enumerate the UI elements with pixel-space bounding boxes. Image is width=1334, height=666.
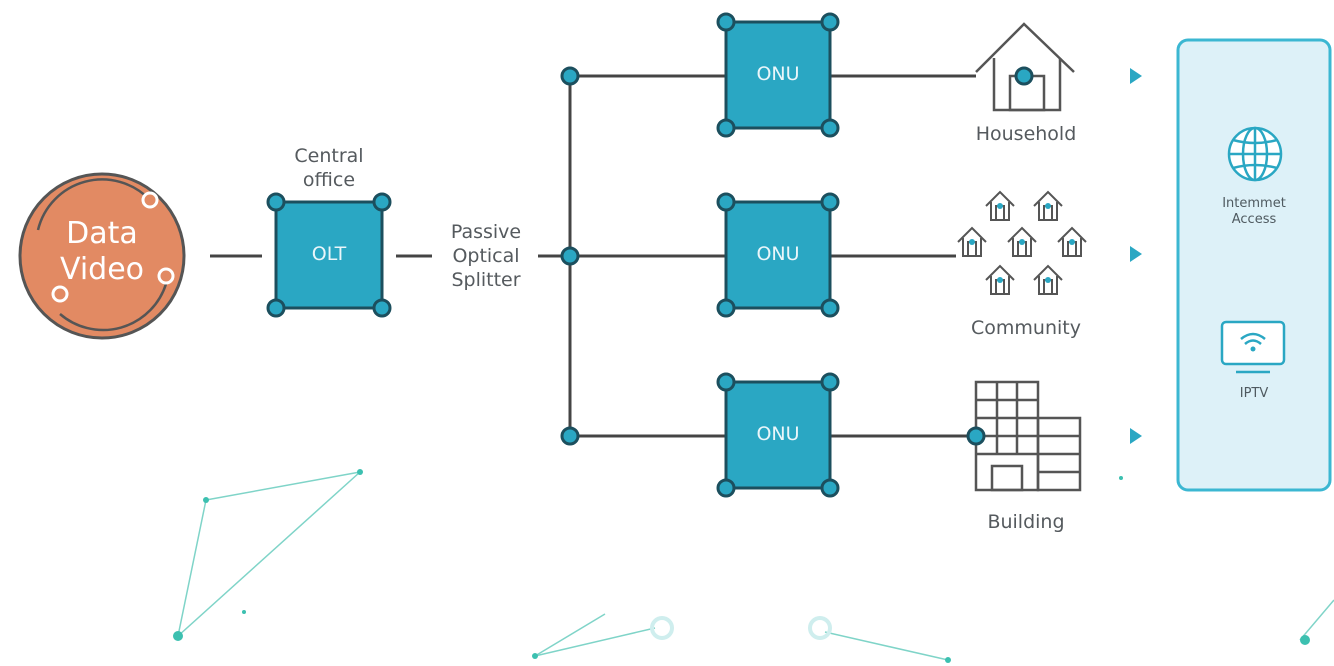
source-label: Data Video <box>42 216 162 288</box>
household-label: Household <box>975 123 1077 145</box>
connection-lines <box>210 74 976 438</box>
splitter-nodes <box>560 66 580 446</box>
internet-access-label: Intemmet Access <box>1194 196 1314 228</box>
data-video-source <box>18 172 186 340</box>
building-icon <box>966 380 1082 492</box>
building-label: Building <box>987 511 1065 533</box>
background-decoration <box>177 471 1334 661</box>
olt-label: OLT <box>311 243 347 265</box>
central-office-line-1: Central <box>294 145 364 167</box>
services-panel <box>1176 38 1332 492</box>
internet-line-2: Access <box>1231 212 1277 227</box>
central-office-line-2: office <box>302 169 356 191</box>
household-icon <box>975 22 1075 112</box>
globe-icon <box>1227 126 1283 182</box>
community-label: Community <box>971 317 1081 339</box>
iptv-label: IPTV <box>1239 386 1269 401</box>
splitter-line-1: Passive <box>450 221 522 243</box>
arrow-icon <box>1130 68 1142 84</box>
onu-label-2: ONU <box>756 243 800 265</box>
onu-label-3: ONU <box>756 423 800 445</box>
tv-wifi-icon <box>1220 320 1286 374</box>
arrow-icon <box>1130 246 1142 262</box>
onu-box-2 <box>716 192 840 318</box>
splitter-line-2: Optical <box>452 245 520 267</box>
olt-box <box>266 192 392 318</box>
background-ring <box>650 616 674 640</box>
background-ring <box>808 616 832 640</box>
splitter-label: Passive Optical Splitter <box>434 220 538 292</box>
service-arrows <box>1130 68 1142 444</box>
central-office-label: Central office <box>279 144 379 192</box>
background-dots <box>173 469 1310 663</box>
splitter-line-3: Splitter <box>451 269 521 291</box>
arrow-icon <box>1130 428 1142 444</box>
onu-box-3 <box>716 372 840 498</box>
community-icon <box>957 190 1087 295</box>
source-line-1: Data <box>66 216 138 251</box>
source-line-2: Video <box>59 252 145 287</box>
onu-box-1 <box>716 12 840 138</box>
internet-line-1: Intemmet <box>1222 196 1286 211</box>
onu-label-1: ONU <box>756 63 800 85</box>
